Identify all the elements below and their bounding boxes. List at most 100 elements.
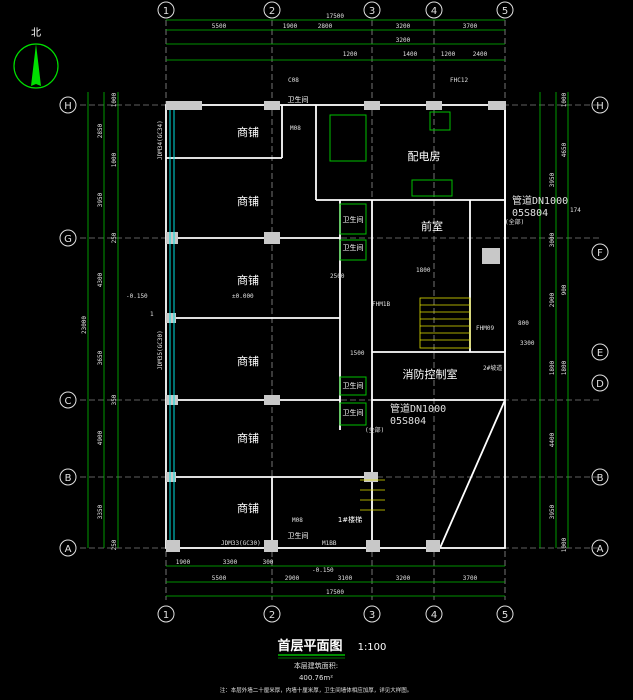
jdm35-label: JDM35(GC30) (157, 330, 164, 370)
drawing-title: 首层平面图 (277, 638, 342, 654)
dim-top-total: 17500 (326, 13, 344, 20)
room-shop: 商铺 (237, 501, 259, 515)
room-stair: 1#楼梯 (338, 515, 362, 524)
dim-left-total: 23000 (81, 316, 88, 334)
grid-col-label: 3 (369, 6, 375, 17)
annotations: ±0.000 -0.150 -0.150 C08 M08 M08 M1BB FH… (126, 77, 581, 574)
dim-left-sub: 1000 (111, 152, 118, 167)
door-m08: M08 (290, 125, 301, 132)
dim-left-sub: 350 (111, 394, 118, 405)
north-label: 北 (31, 27, 41, 39)
grid-row-label: A (65, 544, 72, 555)
grid-row-label: C (65, 396, 72, 407)
elev-minus: -0.150 (126, 293, 148, 300)
grid-row-label: G (64, 234, 72, 245)
elev-minus2: -0.150 (312, 567, 334, 574)
fhm1b-label: FHM1B (372, 301, 390, 308)
dim-top-sub: 1400 (403, 51, 418, 58)
fhm09-label: FHM09 (476, 325, 494, 332)
dim-bottom-span: 3200 (396, 575, 411, 582)
dim-text-bottom: 1900 3300 300 5500 2900 3100 3200 3700 1… (176, 559, 478, 596)
room-fire-control: 消防控制室 (403, 367, 458, 381)
dim-bottom-sub: 1900 (176, 559, 191, 566)
grid-bubbles-top (157, 1, 514, 623)
dim-bottom-sub: 3300 (223, 559, 238, 566)
room-restroom: 卫生间 (343, 381, 364, 390)
dim-top-span: 3700 (463, 23, 478, 30)
dim-top-sub: 1200 (343, 51, 358, 58)
dim-bottom-total: 17500 (326, 589, 344, 596)
pipe-label: 管道DN1000 (390, 402, 446, 415)
grid-col-label: 5 (502, 610, 508, 621)
room-shop: 商铺 (237, 431, 259, 445)
dim-top-span: 2800 (318, 23, 333, 30)
room-restroom: 卫生间 (343, 215, 364, 224)
dim-text-right: 3950 3000 2900 1800 4400 3950 1000 4650 … (549, 92, 568, 552)
grid-bubbles-side (59, 96, 609, 557)
grid-col-label: 2 (269, 6, 275, 17)
area-label: 本层建筑面积: (294, 661, 338, 670)
dim-left-span: 3650 (97, 350, 104, 365)
slope-label: 2#坡道 (483, 364, 502, 372)
room-shop: 商铺 (237, 194, 259, 208)
dim-bottom-span: 3100 (338, 575, 353, 582)
door-c08: C08 (288, 77, 299, 84)
pipe-annotations: 管道DN1000 05S804 管道DN1000 05S804 (390, 194, 568, 427)
dim-bottom-span: 3700 (463, 575, 478, 582)
dim-top-sub: 1200 (441, 51, 456, 58)
room-shop: 商铺 (237, 273, 259, 287)
grid-row-label: H (64, 101, 72, 112)
dim-left-span: 2850 (97, 123, 104, 138)
room-restroom: 卫生间 (343, 243, 364, 252)
drawing-note: 注：本层外墙二十厘米厚，内墙十厘米厚，卫生间墙体相应加厚，详见大样图。 (220, 686, 413, 694)
dim-right-span: 3000 (549, 232, 556, 247)
grid-labels-rows: H G C B A H F E D B A (64, 101, 604, 555)
room-labels: 商铺 商铺 商铺 商铺 商铺 商铺 配电房 前室 消防控制室 (237, 125, 458, 515)
room-distribution: 配电房 (408, 150, 441, 163)
north-arrow-icon: 北 (13, 27, 59, 89)
dim-right-span: 4400 (549, 432, 556, 447)
restroom-labels: 卫生间 卫生间 卫生间 卫生间 卫生间 卫生间 1#楼梯 (288, 95, 364, 540)
dim-top-span: 1900 (283, 23, 298, 30)
dim-right-span: 2900 (549, 292, 556, 307)
grid-row-label: F (597, 248, 603, 259)
grid-col-label: 2 (269, 610, 275, 621)
grid-col-label: 1 (163, 610, 169, 621)
grid-labels-cols: 1 2 3 4 5 1 2 3 4 5 (163, 6, 508, 621)
grid-row-label: B (65, 473, 72, 484)
dimension-lines (87, 19, 569, 597)
dim-right-span: 1800 (549, 360, 556, 375)
std-label: 05S804 (390, 416, 426, 427)
dim-left-span: 3950 (97, 192, 104, 207)
dim-bottom-sub: 300 (263, 559, 274, 566)
dim-left-span: 3350 (97, 504, 104, 519)
dim-left-sub: 250 (111, 232, 118, 243)
grid-row-label: D (596, 379, 604, 390)
sub-label: (全部) (505, 218, 524, 226)
misc-1800: 1800 (416, 267, 431, 274)
grid-col-label: 1 (163, 6, 169, 17)
dim-left-span: 4300 (97, 272, 104, 287)
misc-800: 800 (518, 320, 529, 327)
elev-zero: ±0.000 (232, 293, 254, 300)
misc-3300: 3300 (520, 340, 535, 347)
misc-2500: 2500 (330, 273, 345, 280)
dim-right-sub: 900 (561, 284, 568, 295)
fhc12-label: FHC12 (450, 77, 468, 84)
room-shop: 商铺 (237, 354, 259, 368)
mark-174: 174 (570, 207, 581, 214)
dim-right-sub: 1800 (561, 360, 568, 375)
dim-top-span: 5500 (212, 23, 227, 30)
dim-top-sub: 2400 (473, 51, 488, 58)
room-lobby: 前室 (421, 219, 443, 233)
dim-bottom-span: 2900 (285, 575, 300, 582)
dim-right-sub: 4650 (561, 142, 568, 157)
dim-right-span: 3950 (549, 504, 556, 519)
window-strip (169, 110, 175, 540)
grid-row-label: B (597, 473, 604, 484)
mark-1: 1 (150, 311, 154, 318)
dim-right-span: 3950 (549, 172, 556, 187)
grid-row-label: A (597, 544, 604, 555)
dim-bottom-span: 5500 (212, 575, 227, 582)
